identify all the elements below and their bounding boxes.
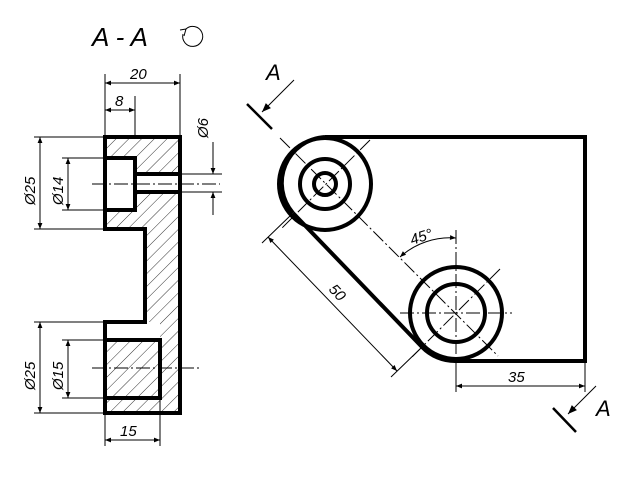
dimension-dia-14: Ø14 bbox=[50, 157, 103, 211]
dimension-15: 15 bbox=[104, 400, 161, 446]
dim-20-label: 20 bbox=[129, 66, 147, 83]
dimension-50: 50 bbox=[261, 214, 421, 378]
dimension-angle-45: 45° bbox=[399, 226, 457, 258]
dimension-dia-15: Ø15 bbox=[50, 339, 103, 399]
dim-8-label: 8 bbox=[115, 93, 124, 110]
dim-dia6-label: Ø6 bbox=[195, 117, 212, 139]
dim-dia15-label: Ø15 bbox=[50, 361, 67, 391]
dim-50-label: 50 bbox=[325, 281, 349, 305]
dim-35-label: 35 bbox=[508, 369, 525, 386]
section-view bbox=[92, 135, 220, 415]
dimension-20: 20 bbox=[104, 66, 181, 135]
section-title: A - A bbox=[90, 22, 148, 52]
cut-mark-top: A bbox=[246, 60, 295, 130]
cut-mark-bottom: A bbox=[552, 385, 611, 433]
rotation-icon bbox=[179, 25, 204, 47]
dim-dia25-top-label: Ø25 bbox=[22, 176, 39, 206]
dimension-dia-6: Ø6 bbox=[182, 117, 222, 215]
plan-view bbox=[277, 135, 587, 372]
dimension-dia-25-bottom: Ø25 bbox=[22, 321, 103, 414]
dim-45-label: 45° bbox=[408, 226, 435, 249]
dim-dia14-label: Ø14 bbox=[50, 177, 67, 206]
dim-dia25-bottom-label: Ø25 bbox=[22, 361, 39, 391]
dimension-dia-25-top: Ø25 bbox=[22, 136, 103, 230]
cut-label-top: A bbox=[264, 60, 281, 85]
dim-15-label: 15 bbox=[120, 423, 137, 440]
cut-label-bottom: A bbox=[594, 396, 611, 421]
dimension-35: 35 bbox=[455, 363, 586, 392]
dimension-8: 8 bbox=[105, 93, 136, 135]
